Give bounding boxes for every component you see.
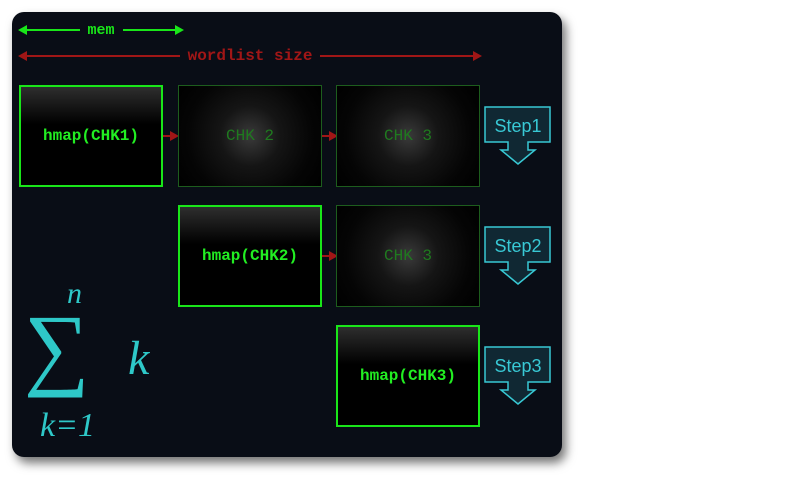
chk2-box: CHK 2 [178,85,322,187]
sum-term: k [128,332,150,385]
step3-callout: Step3 [484,346,552,408]
mem-arrow-right [122,25,184,35]
connector-arrow [322,131,338,141]
hmap-chk3-box: hmap(CHK3) [336,325,480,427]
step2-label: Step2 [494,236,542,256]
sum-upper-limit: n [67,277,82,310]
connector-arrow [163,131,179,141]
sigma-symbol: ∑ [24,296,90,398]
hmap-chk2-box: hmap(CHK2) [178,205,322,307]
step2-callout: Step2 [484,226,552,288]
wordlist-arrow-left [18,51,180,61]
sum-lower-limit: k=1 [40,407,96,444]
connector-arrow [322,251,338,261]
summation-formula: n ∑ k k=1 [22,277,162,457]
chk3-box: CHK 3 [336,85,480,187]
step-callout-shape [484,106,551,165]
step1-callout: Step1 [484,106,552,168]
step-callout-shape [484,226,551,285]
hmap-chk1-box: hmap(CHK1) [19,85,163,187]
diagram-panel: mem wordlist size hmap(CHK1) CHK 2 CHK 3… [12,12,562,457]
wordlist-size-label: wordlist size [187,47,313,65]
mem-dimension: mem [18,20,184,40]
step-callout-shape [484,346,551,405]
mem-label: mem [87,21,115,39]
wordlist-size-dimension: wordlist size [18,46,482,66]
mem-arrow-left [18,25,80,35]
step1-label: Step1 [494,116,542,136]
chk3-box: CHK 3 [336,205,480,307]
step3-label: Step3 [494,356,542,376]
wordlist-arrow-right [320,51,482,61]
